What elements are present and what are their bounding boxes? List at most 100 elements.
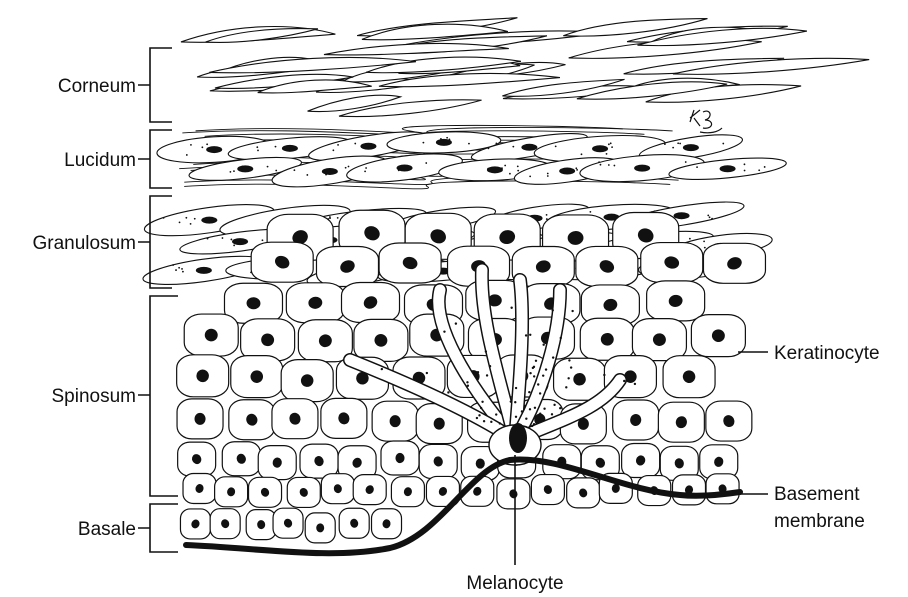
melanin-granule bbox=[486, 374, 488, 376]
melanin-granule bbox=[515, 387, 517, 389]
melanin-granule bbox=[495, 413, 497, 415]
granule-dot bbox=[758, 169, 760, 171]
corneum-flake bbox=[324, 43, 509, 55]
granule-dot bbox=[256, 146, 258, 148]
granule-dot bbox=[294, 148, 296, 150]
granular-nucleus bbox=[674, 212, 690, 219]
granule-dot bbox=[547, 173, 549, 175]
granule-dot bbox=[704, 247, 706, 249]
melanin-granule bbox=[515, 416, 517, 418]
granule-dot bbox=[555, 145, 557, 147]
granule-dot bbox=[365, 167, 367, 169]
granule-dot bbox=[672, 147, 674, 149]
granule-dot bbox=[608, 143, 610, 145]
granule-dot bbox=[186, 154, 188, 156]
granule-dot bbox=[182, 271, 184, 273]
granule-dot bbox=[399, 168, 401, 170]
granule-dot bbox=[692, 147, 694, 149]
granule-dot bbox=[764, 166, 766, 168]
granule-dot bbox=[207, 238, 209, 240]
granule-dot bbox=[275, 170, 277, 172]
label-keratinocyte: Keratinocyte bbox=[774, 343, 880, 364]
melanin-granule bbox=[533, 366, 535, 368]
melanin-granule bbox=[467, 385, 469, 387]
granule-dot bbox=[257, 150, 259, 152]
melanin-granule bbox=[490, 421, 492, 423]
bracket-basale bbox=[138, 504, 178, 552]
granule-dot bbox=[325, 174, 327, 176]
label-basement: Basement bbox=[774, 484, 860, 505]
melanin-granule bbox=[477, 371, 479, 373]
granule-dot bbox=[664, 143, 666, 145]
melanin-granule bbox=[552, 309, 554, 311]
granule-dot bbox=[707, 215, 709, 217]
melanin-granule bbox=[568, 359, 570, 361]
label-lucidum: Lucidum bbox=[64, 150, 136, 171]
melanin-granule bbox=[476, 417, 478, 419]
melanin-granule bbox=[381, 368, 383, 370]
melanin-granule bbox=[565, 386, 567, 388]
granule-dot bbox=[529, 175, 531, 177]
granule-dot bbox=[446, 137, 448, 139]
granule-dot bbox=[244, 241, 246, 243]
granule-dot bbox=[677, 142, 679, 144]
granule-dot bbox=[442, 140, 444, 142]
granule-dot bbox=[744, 170, 746, 172]
melanin-granule bbox=[510, 400, 512, 402]
melanin-granule bbox=[551, 413, 553, 415]
granule-dot bbox=[175, 269, 177, 271]
granule-dot bbox=[332, 149, 334, 151]
melanin-granule bbox=[525, 334, 527, 336]
granule-dot bbox=[744, 163, 746, 165]
granule-dot bbox=[181, 268, 183, 270]
granule-dot bbox=[689, 238, 691, 240]
granule-dot bbox=[267, 166, 269, 168]
granule-dot bbox=[600, 164, 602, 166]
granular-nucleus bbox=[237, 165, 253, 172]
granule-dot bbox=[242, 166, 244, 168]
melanin-granule bbox=[529, 372, 531, 374]
melanin-granule bbox=[545, 368, 547, 370]
granule-dot bbox=[354, 143, 356, 145]
melanin-granule bbox=[634, 383, 636, 385]
granular-nucleus bbox=[282, 145, 298, 152]
granule-dot bbox=[512, 146, 514, 148]
melanin-granule bbox=[559, 407, 561, 409]
melanin-granule bbox=[570, 366, 572, 368]
melanin-granule bbox=[529, 334, 531, 336]
granule-dot bbox=[589, 211, 591, 213]
granule-dot bbox=[504, 165, 506, 167]
melanin-granule bbox=[539, 412, 541, 414]
granule-dot bbox=[275, 146, 277, 148]
melanin-granule bbox=[543, 408, 545, 410]
label-corneum: Corneum bbox=[58, 76, 136, 97]
granular-nucleus bbox=[322, 168, 338, 175]
granule-dot bbox=[468, 143, 470, 145]
melanin-granule bbox=[533, 423, 535, 425]
melanin-granule bbox=[443, 330, 445, 332]
granule-dot bbox=[509, 173, 511, 175]
granular-nucleus bbox=[206, 146, 222, 153]
melanin-granule bbox=[426, 372, 428, 374]
granule-dot bbox=[364, 171, 366, 173]
granule-dot bbox=[222, 237, 224, 239]
granule-dot bbox=[337, 217, 339, 219]
melanin-granule bbox=[531, 425, 533, 427]
granule-dot bbox=[501, 167, 503, 169]
granule-dot bbox=[178, 267, 180, 269]
granule-dot bbox=[163, 217, 165, 219]
granule-dot bbox=[329, 170, 331, 172]
melanin-granule bbox=[571, 310, 573, 312]
granule-dot bbox=[194, 218, 196, 220]
label-basale: Basale bbox=[78, 519, 136, 540]
layer-brackets bbox=[138, 48, 178, 552]
melanin-granule bbox=[447, 391, 449, 393]
granule-dot bbox=[440, 138, 442, 140]
granule-dot bbox=[230, 171, 232, 173]
granular-nucleus bbox=[592, 145, 608, 152]
melanin-granule bbox=[552, 356, 554, 358]
melanin-granule bbox=[455, 322, 457, 324]
artist-signature bbox=[690, 110, 722, 133]
melanin-granule bbox=[623, 380, 625, 382]
